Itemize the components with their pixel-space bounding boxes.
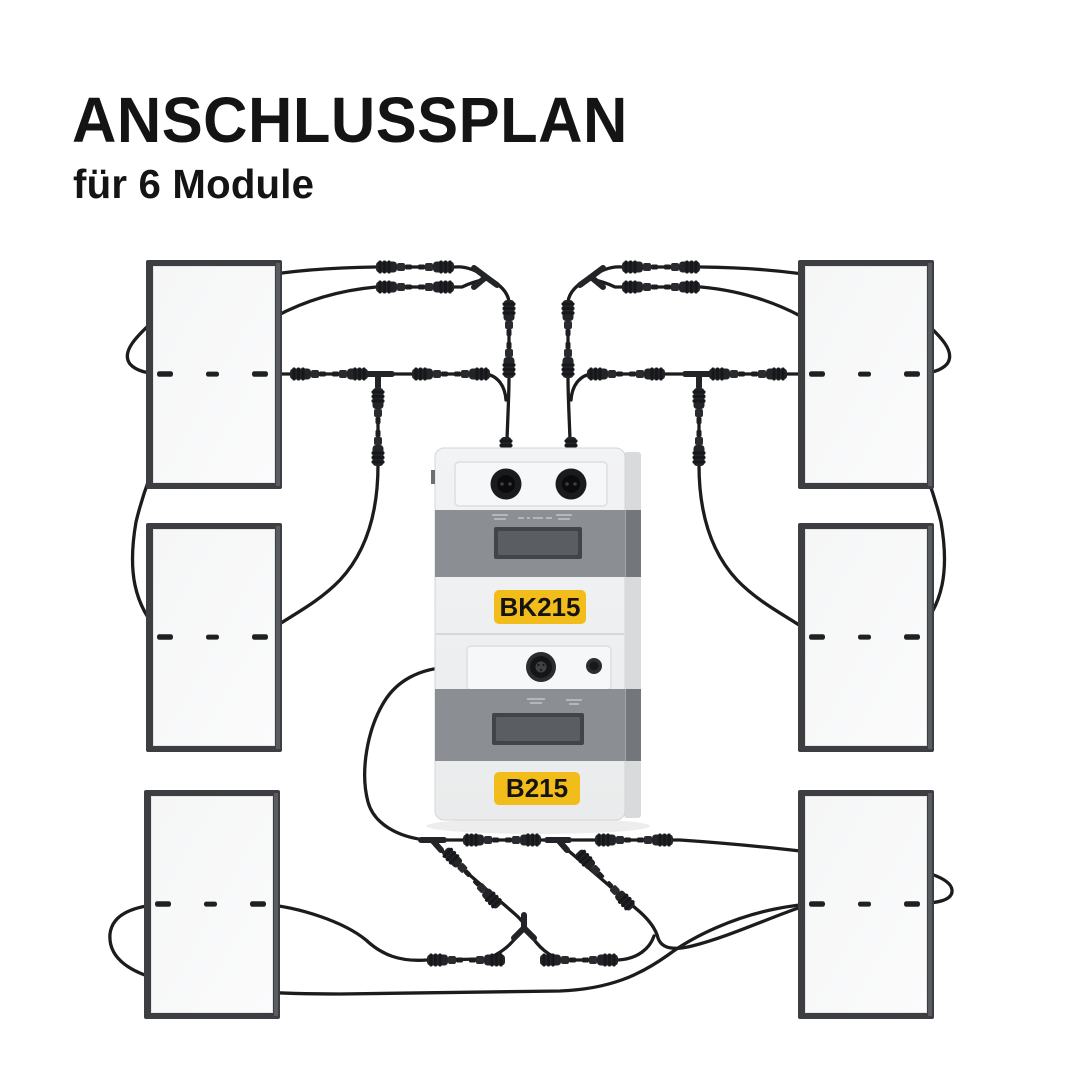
cable-y2l-to-l2-right xyxy=(260,378,380,638)
label-bk215-text: BK215 xyxy=(500,592,581,622)
cable-l3-loop-bottom-run xyxy=(108,902,818,996)
label-b215: B215 xyxy=(494,772,580,805)
y-splitter-top-left xyxy=(471,265,500,290)
page-title: ANSCHLUSSPLAN xyxy=(72,84,628,156)
panel-bottom-right xyxy=(797,789,935,1020)
display-screen-top xyxy=(494,527,582,559)
y-splitter-mid-right xyxy=(682,371,712,390)
panel-top-right xyxy=(797,259,935,490)
label-b215-text: B215 xyxy=(506,773,568,803)
device-bk215: BK215 xyxy=(435,461,625,624)
cable-rowE-to-l3-right xyxy=(260,902,522,962)
page-header: ANSCHLUSSPLAN für 6 Module xyxy=(72,88,651,205)
cable-y2r-to-r2-left xyxy=(697,378,817,638)
device-b215: B215 xyxy=(435,645,625,805)
y-splitter-bottom-2 xyxy=(544,837,572,853)
display-screen-bottom xyxy=(492,713,584,745)
extension-port xyxy=(526,652,556,682)
panel-bottom-left xyxy=(143,789,281,1020)
panel-middle-left xyxy=(145,522,283,753)
storage-device: BK215 xyxy=(426,447,650,834)
cable-y5-to-r3-left xyxy=(561,844,818,951)
label-bk215: BK215 xyxy=(494,590,586,624)
pv-input-port-left xyxy=(490,468,522,500)
y-splitter-top-right xyxy=(577,265,606,290)
y-splitter-bottom-1 xyxy=(418,837,447,853)
panel-middle-right xyxy=(797,522,935,753)
power-button xyxy=(586,658,602,674)
cable-b215-to-y4 xyxy=(363,665,502,842)
y-splitters xyxy=(365,265,712,941)
pv-input-port-right xyxy=(555,468,587,500)
page-subtitle: für 6 Module xyxy=(73,161,315,207)
spec-markings-top xyxy=(492,514,572,520)
panel-top-left xyxy=(145,259,283,490)
spec-markings-bottom xyxy=(527,698,582,705)
y-splitter-bottom-3 xyxy=(511,912,537,941)
y-splitter-mid-left xyxy=(365,371,395,390)
